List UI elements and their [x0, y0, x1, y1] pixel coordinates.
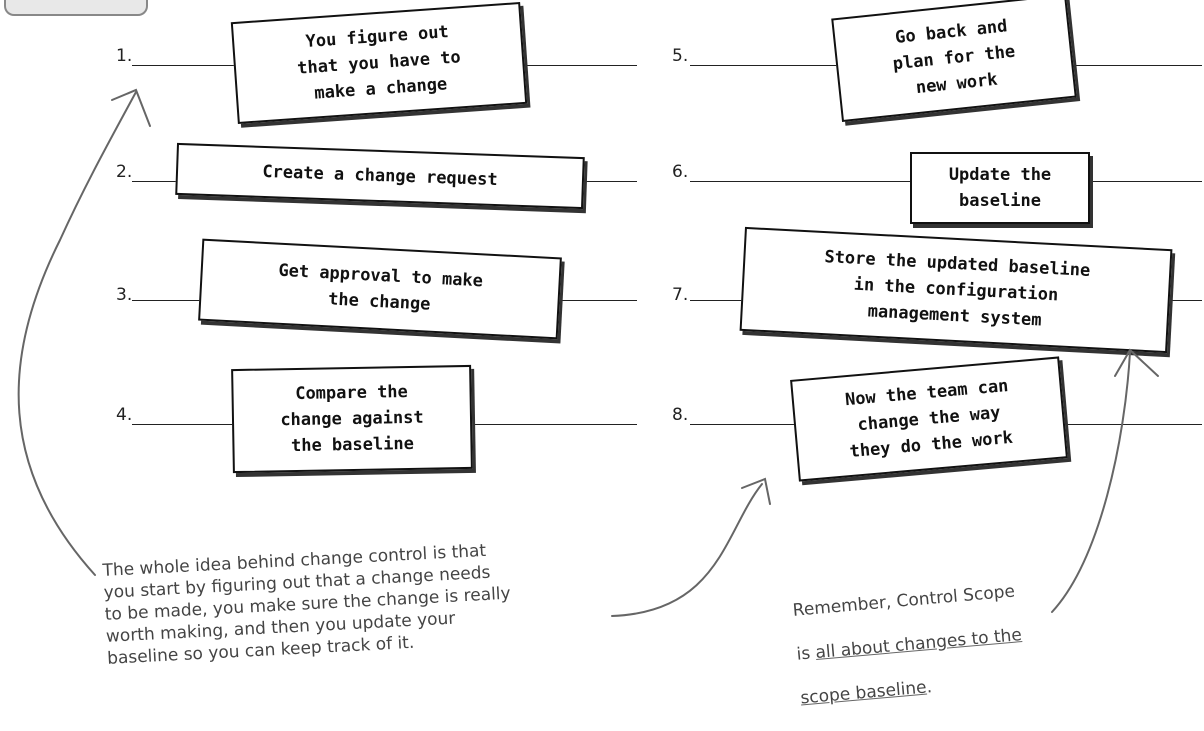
arrow-to-step-7-head — [1114, 348, 1159, 377]
step-3-number: 3. — [116, 285, 133, 305]
note-control-scope-line2: is all about changes to the — [796, 624, 1023, 666]
note-control-scope: Remember, Control Scope is all about cha… — [790, 558, 1028, 731]
arrow-to-step-1-head — [111, 88, 151, 127]
arrow-to-step-8 — [611, 483, 763, 617]
arrow-to-step-8-head — [741, 477, 771, 505]
note-change-control: The whole idea behind change control is … — [102, 540, 512, 669]
step-1-number: 1. — [116, 46, 133, 66]
note-control-scope-is: is — [795, 643, 817, 665]
step-8-number: 8. — [672, 405, 689, 425]
arrow-to-step-7 — [1051, 351, 1131, 613]
step-5-number: 5. — [672, 46, 689, 66]
step-7-number: 7. — [672, 285, 689, 305]
arrow-to-step-1 — [17, 91, 137, 576]
step-2-number: 2. — [116, 162, 133, 182]
note-control-scope-line1: Remember, Control Scope — [792, 581, 1016, 621]
note-control-scope-line3: scope baseline. — [800, 668, 1027, 710]
note-control-scope-underlined: all about changes to the — [814, 625, 1023, 664]
step-4-number: 4. — [116, 405, 133, 425]
diagram-canvas: 1. 2. 3. 4. 5. 6. 7. 8. You figure out t… — [4, 0, 1202, 709]
step-6-card[interactable]: Update the baseline — [910, 152, 1090, 224]
note-scope-baseline: scope baseline — [799, 677, 928, 709]
step-6-number: 6. — [672, 162, 689, 182]
annotation-arrows — [17, 88, 1159, 617]
corner-decoration — [4, 0, 148, 16]
note-period: . — [925, 677, 933, 698]
